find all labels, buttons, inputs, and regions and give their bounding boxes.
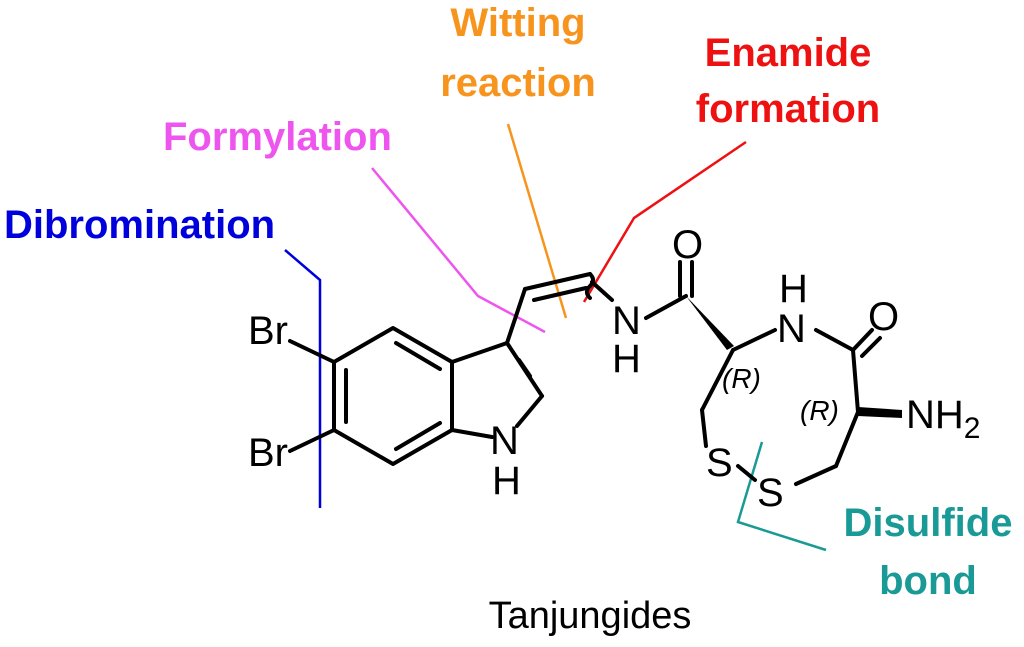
compound-title: Tanjungides (489, 595, 692, 637)
molecule-bonds (288, 260, 902, 486)
leader-witting (506, 123, 568, 319)
atom-s1: S (706, 441, 733, 485)
atom-amide-h: H (612, 337, 641, 381)
label-enamide-line1: Enamide (705, 31, 872, 75)
stereo-r1: (R) (722, 363, 761, 394)
atom-indole-h: H (492, 459, 521, 503)
label-witting-line2: reaction (440, 61, 596, 105)
label-disulfide-line2: bond (879, 559, 977, 603)
atom-br-top: Br (248, 309, 288, 353)
leader-dibromination (284, 249, 322, 508)
atom-amide-o: O (672, 223, 703, 267)
atom-s2: S (757, 471, 784, 515)
label-dibromination: Dibromination (4, 203, 275, 247)
atom-br-bottom: Br (248, 431, 288, 475)
atom-indole-n: N (490, 419, 519, 463)
atom-nh2: NH2 (906, 393, 980, 445)
leader-enamide (582, 140, 747, 303)
atom-ring-o: O (868, 295, 899, 339)
stereo-r2: (R) (800, 395, 839, 426)
atom-ring-h: H (779, 267, 808, 311)
leader-formylation (371, 167, 546, 334)
label-witting-line1: Witting (450, 1, 585, 45)
leader-disulfide (736, 441, 827, 552)
atom-amide-n: N (612, 299, 641, 343)
label-disulfide-line1: Disulfide (844, 501, 1013, 545)
atom-ring-n: N (777, 307, 806, 351)
label-enamide-line2: formation (696, 87, 880, 131)
label-formylation: Formylation (163, 115, 392, 159)
